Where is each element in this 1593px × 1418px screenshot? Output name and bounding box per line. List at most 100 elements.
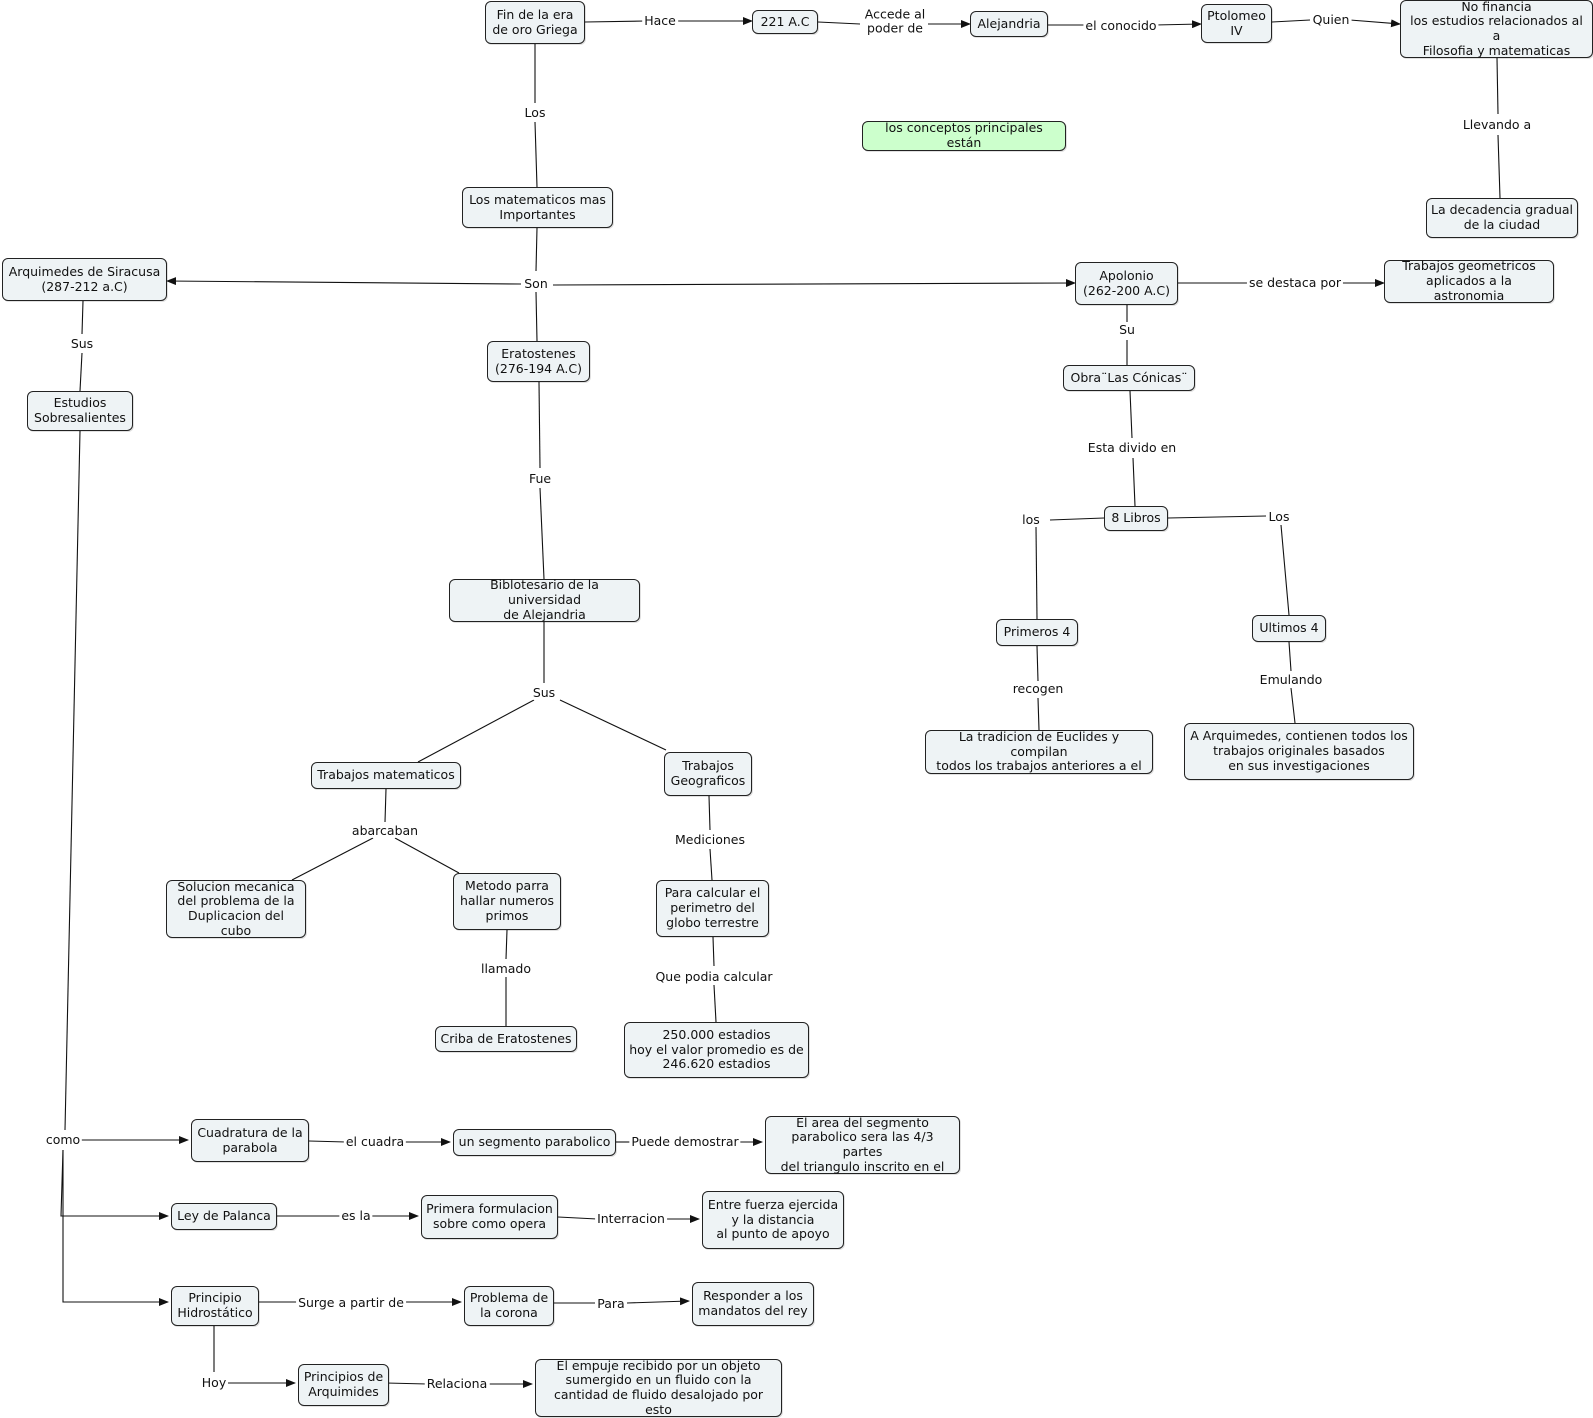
label-emulando[interactable]: Emulando bbox=[1257, 671, 1325, 688]
node-trabajos-geograficos[interactable]: Trabajos Geograficos bbox=[664, 752, 752, 796]
label-conocido[interactable]: el conocido bbox=[1083, 17, 1159, 34]
edge-trabgeog-mediciones bbox=[708, 795, 711, 831]
edge-fue-biblio bbox=[539, 487, 545, 580]
edge-perimetro-quepodia bbox=[712, 936, 715, 967]
edge-nofin-llevando bbox=[1496, 57, 1499, 115]
node-arquimedes[interactable]: Arquimedes de Siracusa (287-212 a.C) bbox=[2, 258, 167, 301]
label-destaca[interactable]: se destaca por bbox=[1246, 274, 1344, 291]
label-quien[interactable]: Quien bbox=[1310, 11, 1352, 28]
edge-emulando-arquicont bbox=[1290, 687, 1296, 724]
edge-mat-son bbox=[535, 227, 538, 272]
label-relaciona[interactable]: Relaciona bbox=[424, 1375, 490, 1392]
label-abarcaban[interactable]: abarcaban bbox=[349, 822, 421, 839]
node-responder-rey[interactable]: Responder a los mandatos del rey bbox=[692, 1282, 814, 1326]
node-ultimos-4[interactable]: Ultimos 4 bbox=[1252, 615, 1326, 642]
edge-primera-interaccion bbox=[557, 1216, 598, 1220]
node-area-segmento[interactable]: El area del segmento parabolico sera las… bbox=[765, 1115, 960, 1174]
edge-obra-esta bbox=[1129, 390, 1133, 439]
label-fue[interactable]: Fue bbox=[526, 470, 554, 487]
label-accede[interactable]: Accede al poder de bbox=[862, 6, 928, 37]
label-hoy[interactable]: Hoy bbox=[199, 1374, 229, 1391]
node-ptolomeo[interactable]: Ptolomeo IV bbox=[1201, 4, 1272, 43]
label-los[interactable]: Los bbox=[522, 104, 548, 121]
node-estadios[interactable]: 250.000 estadios hoy el valor promedio e… bbox=[624, 1022, 809, 1078]
node-cuadratura[interactable]: Cuadratura de la parabola bbox=[191, 1119, 309, 1162]
node-fuerza-distancia[interactable]: Entre fuerza ejercida y la distancia al … bbox=[702, 1191, 844, 1249]
node-decadencia[interactable]: La decadencia gradual de la ciudad bbox=[1426, 198, 1578, 238]
node-trabajos-geometricos[interactable]: Trabajos geometricos aplicados a la astr… bbox=[1384, 259, 1554, 303]
edge-son-apolonio bbox=[552, 279, 1076, 288]
node-obra-conicas[interactable]: Obra¨Las Cónicas¨ bbox=[1063, 365, 1195, 391]
label-los-primeros[interactable]: los bbox=[1020, 511, 1042, 528]
edge-quepodia-estadios bbox=[713, 984, 717, 1023]
node-apolonio[interactable]: Apolonio (262-200 A.C) bbox=[1075, 262, 1178, 305]
node-conceptos-principales[interactable]: los conceptos principales están bbox=[862, 120, 1066, 151]
label-son[interactable]: Son bbox=[522, 275, 550, 292]
edge-los-mat bbox=[534, 121, 538, 188]
node-segmento-parabolico[interactable]: un segmento parabolico bbox=[453, 1129, 616, 1156]
node-fin-era-oro[interactable]: Fin de la era de oro Griega bbox=[485, 1, 585, 44]
edge-erat-fue bbox=[538, 381, 541, 469]
node-principio-hidrostatico[interactable]: Principio Hidrostático bbox=[171, 1286, 259, 1326]
edge-llevando-decadencia bbox=[1497, 134, 1501, 199]
label-surge[interactable]: Surge a partir de bbox=[296, 1294, 406, 1311]
node-criba[interactable]: Criba de Eratostenes bbox=[435, 1026, 577, 1052]
label-su[interactable]: Su bbox=[1117, 321, 1137, 338]
node-principios-arquimides[interactable]: Principios de Arquimides bbox=[298, 1364, 389, 1406]
label-puede-demostrar[interactable]: Puede demostrar bbox=[629, 1133, 741, 1150]
edge-conocido-ptolomeo bbox=[1154, 20, 1202, 29]
label-para[interactable]: Para bbox=[595, 1295, 627, 1312]
node-arquimedes-contienen[interactable]: A Arquimedes, contienen todos los trabaj… bbox=[1184, 723, 1414, 780]
node-biblioteario[interactable]: Biblotesario de la universidad de Alejan… bbox=[449, 578, 640, 622]
label-llevando[interactable]: Llevando a bbox=[1460, 116, 1534, 133]
label-interaccion[interactable]: Interracion bbox=[595, 1210, 667, 1227]
node-trabajos-matematicos[interactable]: Trabajos matematicos bbox=[311, 762, 461, 789]
node-eratostenes[interactable]: Eratostenes (276-194 A.C) bbox=[487, 341, 590, 382]
node-8-libros[interactable]: 8 Libros bbox=[1104, 506, 1168, 531]
node-empuje[interactable]: El empuje recibido por un objeto sumergi… bbox=[535, 1358, 782, 1417]
edge-trabmat-abarcaban bbox=[384, 788, 387, 823]
edge-libros-losr bbox=[1167, 515, 1267, 519]
edge-sus-estudios bbox=[79, 352, 83, 392]
edge-para-responder bbox=[626, 1297, 690, 1306]
edge-abarcaban-metodo bbox=[394, 837, 460, 874]
label-sus-biblioteario[interactable]: Sus bbox=[530, 684, 558, 701]
node-alejandria[interactable]: Alejandria bbox=[970, 11, 1048, 37]
node-solucion-mecanica[interactable]: Solucion mecanica del problema de la Dup… bbox=[166, 879, 306, 938]
label-recogen[interactable]: recogen bbox=[1010, 680, 1066, 697]
label-los-ultimos[interactable]: Los bbox=[1266, 508, 1292, 525]
node-tradicion-euclides[interactable]: La tradicion de Euclides y compilan todo… bbox=[925, 729, 1153, 774]
label-hace[interactable]: Hace bbox=[642, 12, 678, 29]
edge-mediciones-perimetro bbox=[709, 848, 713, 881]
edge-metodo-llamado bbox=[505, 929, 508, 960]
edge-son-erat bbox=[535, 291, 538, 342]
node-problema-corona[interactable]: Problema de la corona bbox=[464, 1286, 554, 1326]
label-es-la[interactable]: es la bbox=[339, 1207, 373, 1224]
label-llamado[interactable]: llamado bbox=[478, 960, 534, 977]
edge-libros-losl bbox=[1049, 517, 1105, 521]
edge-abarcaban-solucion bbox=[291, 837, 374, 881]
node-matematicos[interactable]: Los matematicos mas Importantes bbox=[462, 187, 613, 228]
node-no-financia[interactable]: No financia los estudios relacionados al… bbox=[1400, 0, 1593, 58]
node-perimetro-globo[interactable]: Para calcular el perimetro del globo ter… bbox=[656, 880, 769, 937]
label-como[interactable]: como bbox=[43, 1131, 83, 1148]
node-primeros-4[interactable]: Primeros 4 bbox=[996, 619, 1078, 646]
label-esta-divido[interactable]: Esta divido en bbox=[1085, 439, 1179, 456]
node-estudios[interactable]: Estudios Sobresalientes bbox=[27, 391, 133, 431]
edge-quien-nofin bbox=[1349, 19, 1401, 28]
node-metodo-primos[interactable]: Metodo parra hallar numeros primos bbox=[453, 873, 561, 930]
label-que-podia[interactable]: Que podia calcular bbox=[653, 968, 775, 985]
node-primera-formulacion[interactable]: Primera formulacion sobre como opera bbox=[421, 1195, 558, 1239]
label-el-cuadra[interactable]: el cuadra bbox=[343, 1133, 407, 1150]
node-ley-palanca[interactable]: Ley de Palanca bbox=[171, 1203, 277, 1230]
label-sus-arquimedes[interactable]: Sus bbox=[68, 335, 96, 352]
edge-losr-ultimos bbox=[1280, 524, 1290, 616]
edge-como-palanca bbox=[60, 1149, 169, 1220]
edge-primeros-recogen bbox=[1036, 645, 1039, 682]
edge-cuadratura-cuadra bbox=[308, 1140, 347, 1143]
edge-principios-relaciona bbox=[385, 1382, 428, 1385]
edge-fin-hace bbox=[584, 20, 646, 23]
label-mediciones[interactable]: Mediciones bbox=[672, 831, 748, 848]
node-221-ac[interactable]: 221 A.C bbox=[752, 10, 818, 34]
